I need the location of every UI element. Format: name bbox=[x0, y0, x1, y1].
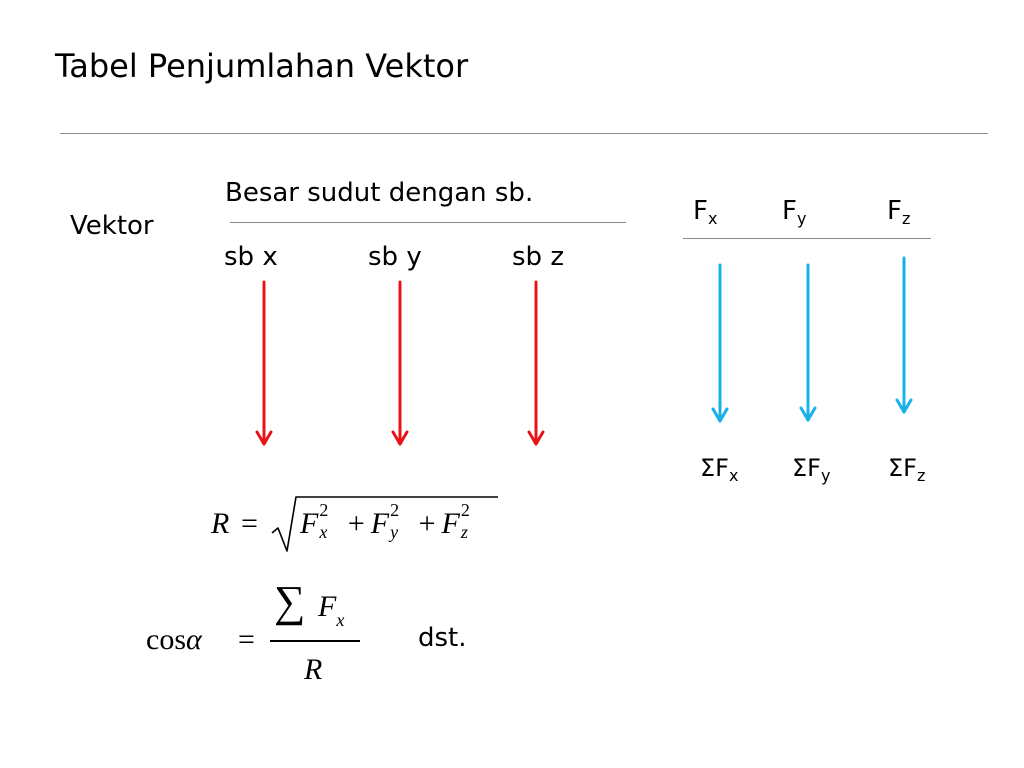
formula-cos-lhs: cosα bbox=[146, 623, 202, 656]
sigma-symbol: ∑ bbox=[274, 577, 306, 626]
blue-arrow-fz bbox=[895, 256, 913, 414]
formula-r-lhs: R bbox=[211, 507, 230, 540]
formula-cos-num: Fx bbox=[318, 590, 345, 630]
formula-r-equals: = bbox=[241, 507, 258, 540]
red-arrow-y bbox=[391, 280, 409, 446]
component-fx: Fx bbox=[693, 196, 718, 228]
sum-fz: ΣFz bbox=[888, 454, 926, 485]
axis-label-z: sb z bbox=[512, 242, 564, 272]
formula-cos-equals: = bbox=[238, 623, 255, 656]
axis-label-x: sb x bbox=[224, 242, 278, 272]
blue-arrow-fy bbox=[799, 263, 817, 422]
component-underline bbox=[683, 238, 931, 239]
component-fy: Fy bbox=[782, 196, 807, 228]
dst-label: dst. bbox=[418, 623, 467, 653]
vektor-label: Vektor bbox=[70, 211, 154, 241]
slide-title: Tabel Penjumlahan Vektor bbox=[55, 47, 469, 85]
angle-header: Besar sudut dengan sb. bbox=[225, 178, 534, 208]
fraction-bar bbox=[270, 640, 360, 642]
sum-fx: ΣFx bbox=[700, 454, 739, 485]
blue-arrow-fx bbox=[711, 263, 729, 423]
axis-label-y: sb y bbox=[368, 242, 422, 272]
red-arrow-z bbox=[527, 280, 545, 446]
formula-cos-den: R bbox=[304, 653, 323, 686]
title-divider bbox=[60, 133, 988, 134]
sum-fy: ΣFy bbox=[792, 454, 831, 485]
red-arrow-x bbox=[255, 280, 273, 446]
angle-header-underline bbox=[230, 222, 626, 223]
component-fz: Fz bbox=[887, 196, 911, 228]
